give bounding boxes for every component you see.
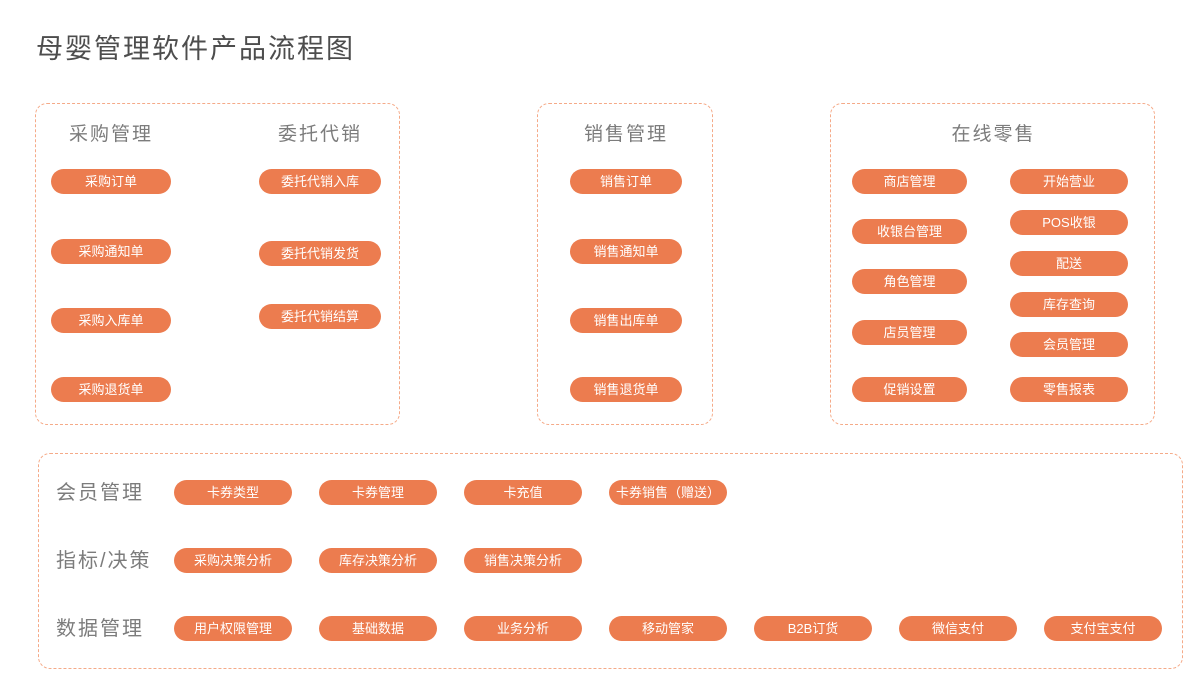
node-mobile-manager: 移动管家 [609,616,727,641]
node-delivery: 配送 [1010,251,1128,276]
node-card-coupon-management: 卡券管理 [319,480,437,505]
heading-purchase-management: 采购管理 [68,124,153,145]
node-member-management: 会员管理 [1010,332,1128,357]
node-consignment-shipment: 委托代销发货 [259,241,381,266]
node-purchase-return: 采购退货单 [51,377,171,402]
node-consignment-settlement: 委托代销结算 [259,304,381,329]
node-cashier-desk-management: 收银台管理 [852,219,967,244]
node-wechat-pay: 微信支付 [899,616,1017,641]
node-open-business: 开始营业 [1010,169,1128,194]
node-inventory-decision-analysis: 库存决策分析 [319,548,437,573]
node-business-analysis: 业务分析 [464,616,582,641]
node-card-recharge: 卡充值 [464,480,582,505]
node-store-management: 商店管理 [852,169,967,194]
node-purchase-inbound: 采购入库单 [51,308,171,333]
panel-bottom: 会员管理 卡券类型 卡券管理 卡充值 卡券销售（赠送） 指标/决策 采购决策分析… [38,453,1183,669]
node-purchase-decision-analysis: 采购决策分析 [174,548,292,573]
node-purchase-notice: 采购通知单 [51,239,171,264]
node-sales-notice: 销售通知单 [570,239,682,264]
panel-online-retail: 在线零售 商店管理 收银台管理 角色管理 店员管理 促销设置 开始营业 POS收… [830,103,1155,425]
node-inventory-query: 库存查询 [1010,292,1128,317]
panel-sales-management: 销售管理 销售订单 销售通知单 销售出库单 销售退货单 [537,103,713,425]
node-sales-return: 销售退货单 [570,377,682,402]
heading-online-retail: 在线零售 [951,124,1036,145]
node-card-coupon-type: 卡券类型 [174,480,292,505]
page-title: 母婴管理软件产品流程图 [36,34,355,64]
node-sales-outbound: 销售出库单 [570,308,682,333]
node-purchase-order: 采购订单 [51,169,171,194]
node-user-permission-management: 用户权限管理 [174,616,292,641]
node-sales-order: 销售订单 [570,169,682,194]
node-basic-data: 基础数据 [319,616,437,641]
node-card-coupon-sale-gift: 卡券销售（赠送） [609,480,727,505]
heading-sales-management: 销售管理 [583,124,668,145]
label-data-management: 数据管理 [56,618,144,640]
node-sales-decision-analysis: 销售决策分析 [464,548,582,573]
label-indicators-decision: 指标/决策 [56,550,152,572]
node-pos-cashier: POS收银 [1010,210,1128,235]
node-alipay-pay: 支付宝支付 [1044,616,1162,641]
node-promotion-settings: 促销设置 [852,377,967,402]
node-retail-report: 零售报表 [1010,377,1128,402]
node-b2b-ordering: B2B订货 [754,616,872,641]
node-consignment-inbound: 委托代销入库 [259,169,381,194]
panel-purchase-consignment: 采购管理 委托代销 采购订单 采购通知单 采购入库单 采购退货单 委托代销入库 … [35,103,400,425]
heading-consignment-sales: 委托代销 [277,124,362,145]
node-role-management: 角色管理 [852,269,967,294]
node-clerk-management: 店员管理 [852,320,967,345]
label-member-management: 会员管理 [56,482,144,504]
